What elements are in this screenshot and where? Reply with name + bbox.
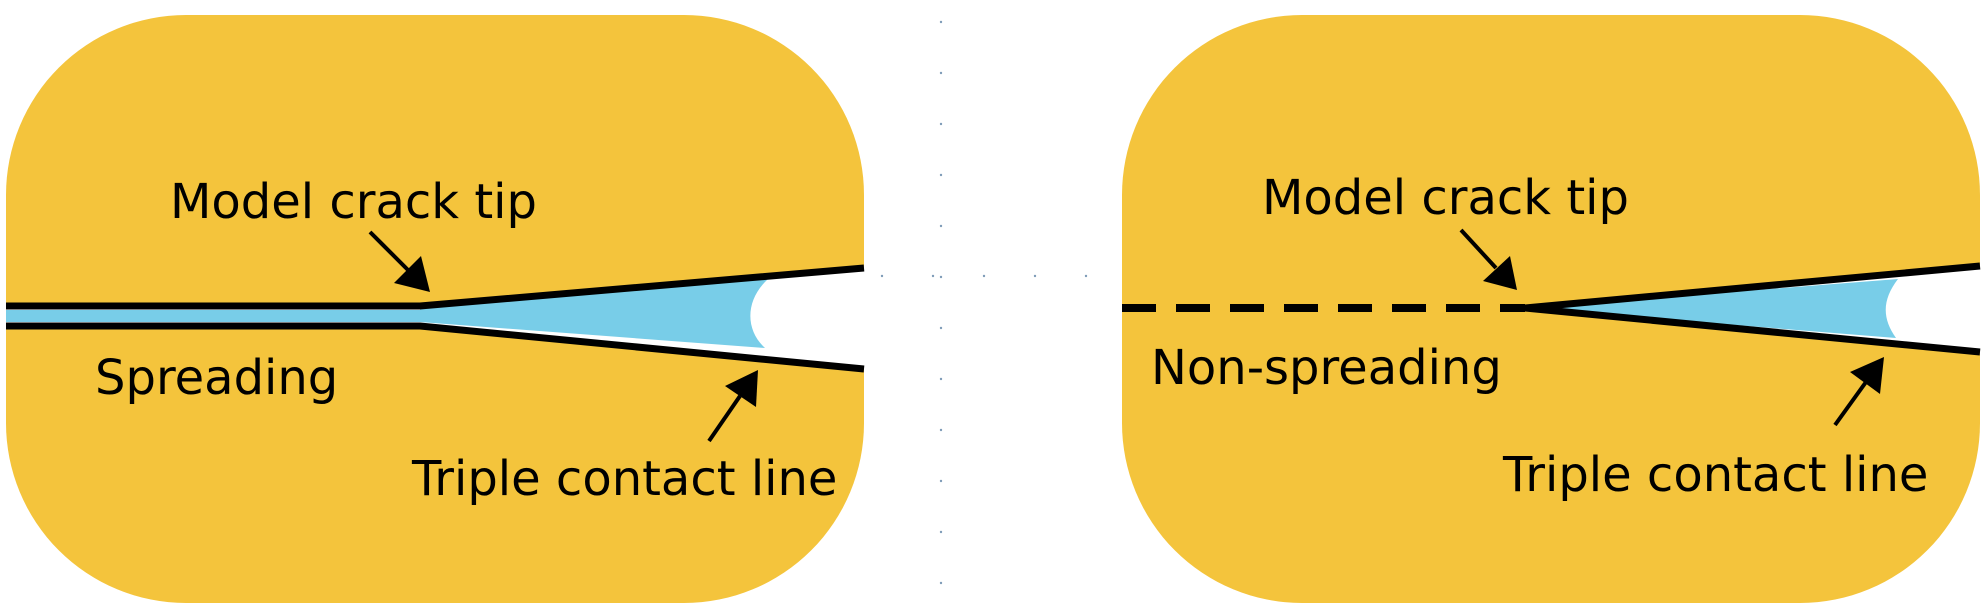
contact-line-arrow-shaft-left (707, 394, 742, 443)
crack-lower-face-left (6, 322, 865, 373)
regime-label-right: Non-spreading (1151, 340, 1502, 396)
guide-dot (982, 274, 986, 278)
guide-dot (939, 71, 943, 75)
contact-line-arrow-shaft-right (1833, 380, 1868, 427)
crack-lower-face-right (1524, 304, 1981, 356)
liquid-wedge-left (420, 279, 768, 348)
crack-tip-label-right: Model crack tip (1262, 170, 1629, 226)
guide-dot (939, 428, 943, 432)
crack-tip-arrow-shaft-right (1459, 228, 1498, 270)
guide-dot (939, 530, 943, 534)
guide-dot (939, 479, 943, 483)
guide-dot (939, 275, 943, 279)
guide-dot (880, 274, 884, 278)
guide-dot (1084, 274, 1088, 278)
crack-upper-face-right (1524, 262, 1981, 312)
crack-upper-face-left (6, 264, 865, 310)
regime-label-left: Spreading (95, 350, 338, 406)
contact-line-arrow-head-left (725, 370, 758, 407)
guide-dot (1033, 274, 1037, 278)
panel-non-spreading: Model crack tip Non-spreading Triple con… (1122, 15, 1981, 603)
guide-dot (939, 326, 943, 330)
guide-dot (939, 377, 943, 381)
guide-dot (939, 122, 943, 126)
guide-dot (931, 274, 935, 278)
contact-line-label-right: Triple contact line (1502, 447, 1928, 503)
contact-line-label-left: Triple contact line (411, 451, 837, 507)
guide-dot (939, 173, 943, 177)
crack-tip-arrow-head-left (394, 256, 430, 292)
guide-dot (939, 224, 943, 228)
crack-tip-label-left: Model crack tip (170, 174, 537, 230)
guide-dot (939, 20, 943, 24)
guide-dot (939, 581, 943, 585)
crack-tip-arrow-shaft-left (368, 230, 410, 272)
contact-line-arrow-head-right (1850, 357, 1884, 394)
panel-spreading: Model crack tip Spreading Triple contact… (6, 15, 865, 603)
liquid-wedge-right (1525, 279, 1898, 338)
liquid-film-left (6, 310, 420, 322)
crack-tip-arrow-head-right (1483, 256, 1517, 290)
